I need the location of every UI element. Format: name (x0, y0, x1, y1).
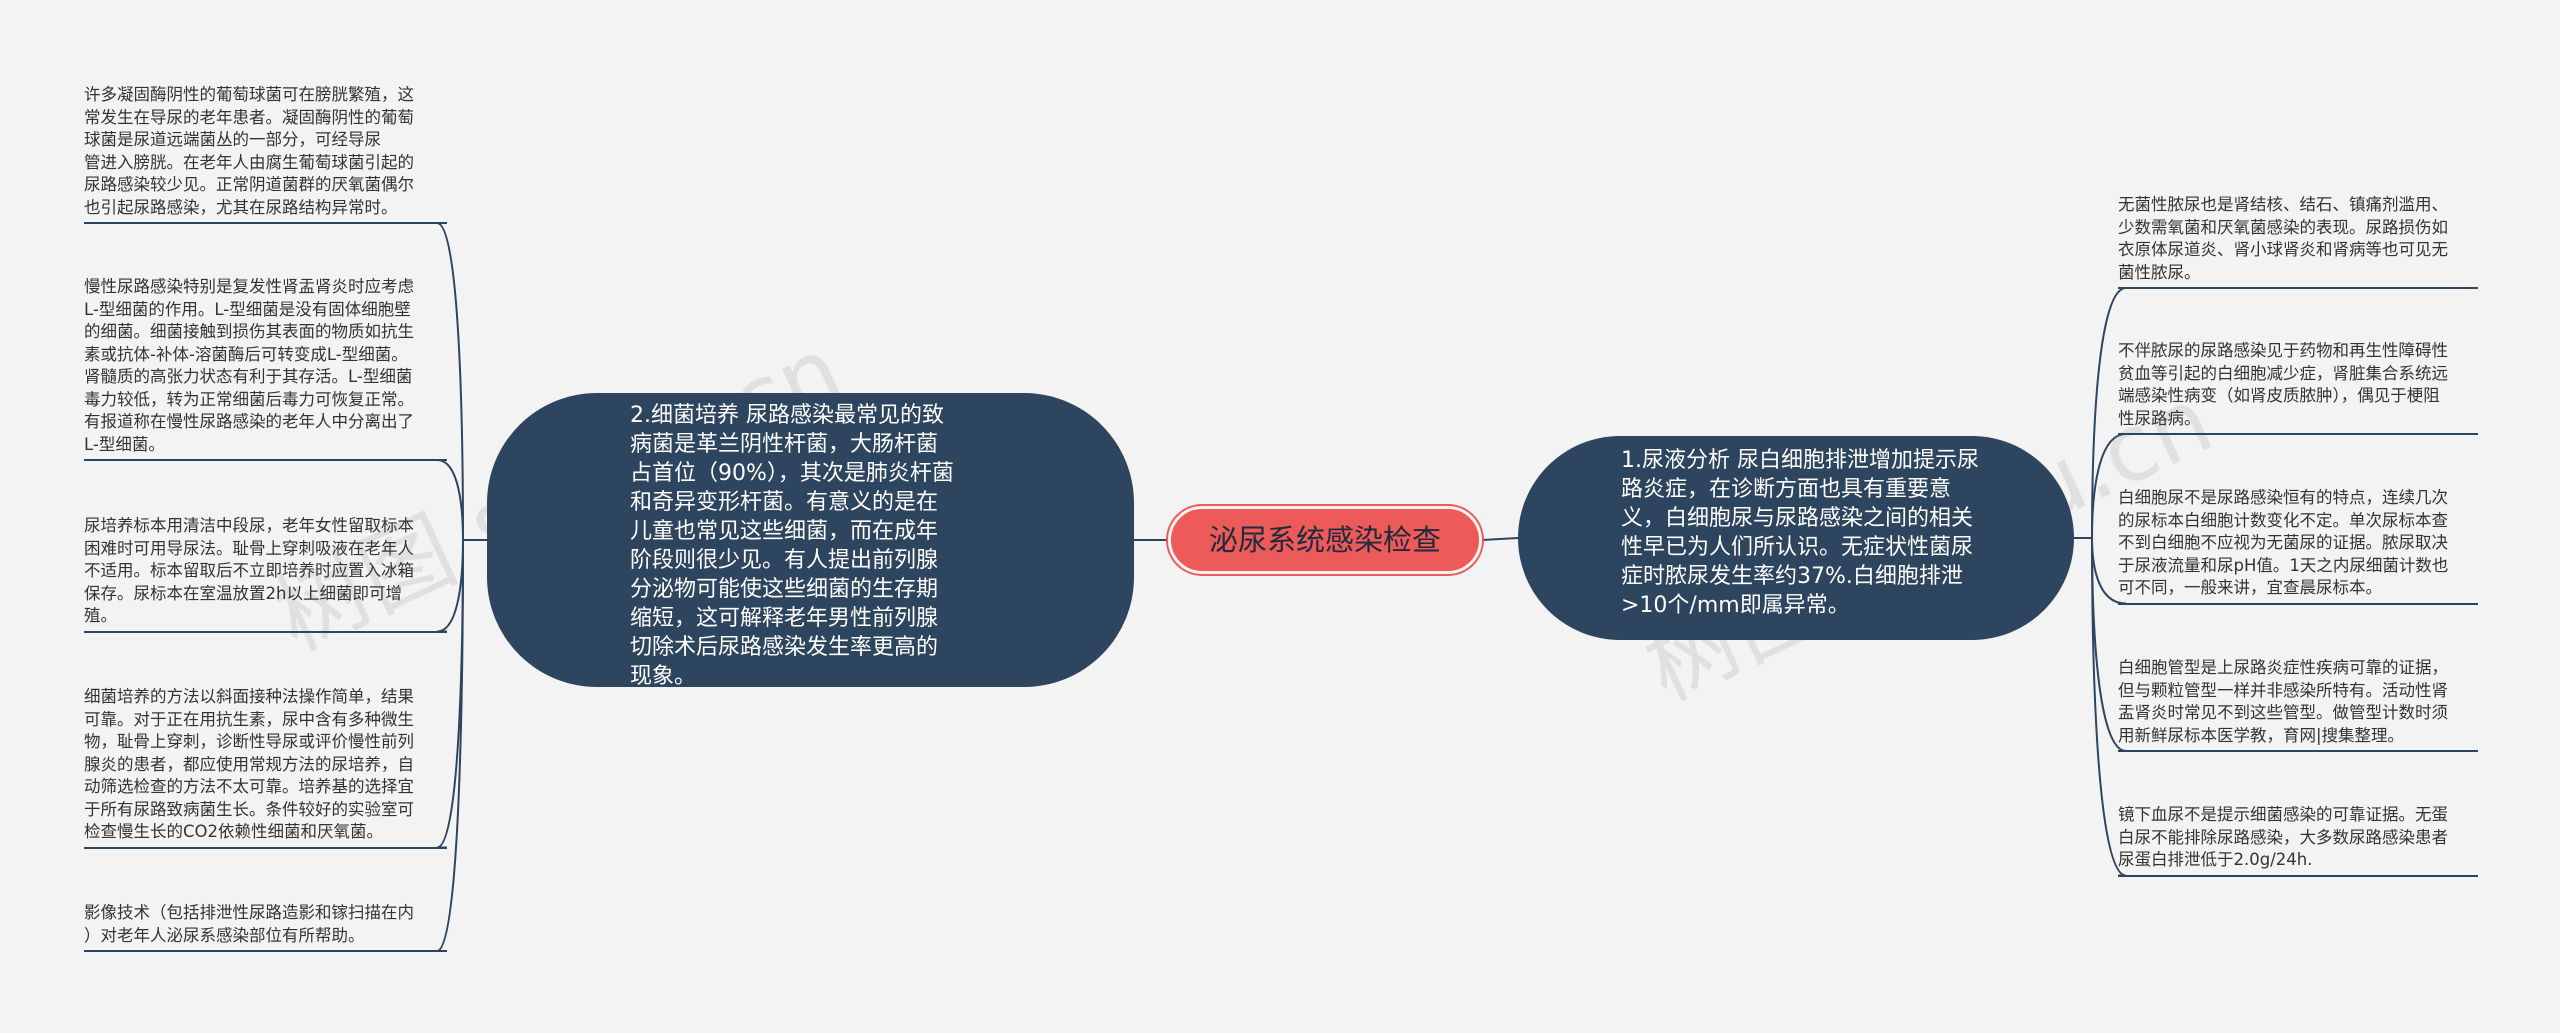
link-left-leaf-4 (436, 539, 464, 952)
left-leaf-culture-method[interactable]: 细菌培养的方法以斜面接种法操作简单，结果 可靠。对于正在用抗生素，尿中含有多种微… (84, 686, 447, 849)
right-leaf-hematuria[interactable]: 镜下血尿不是提示细菌感染的可靠证据。无蛋 白尿不能排除尿路感染，大多数尿路感染患… (2118, 804, 2478, 877)
branch-bacterial-culture[interactable]: 2.细菌培养 尿路感染最常见的致病菌是革兰阴性杆菌，大肠杆菌占首位（90%），其… (487, 393, 1134, 689)
left-leaf-specimen-collection[interactable]: 尿培养标本用清洁中段尿，老年女性留取标本 困难时可用导尿法。耻骨上穿刺吸液在老年… (84, 515, 447, 633)
branch-urinalysis[interactable]: 1.尿液分析 尿白细胞排泄增加提示尿路炎症，在诊断方面也具有重要意义，白细胞尿与… (1518, 436, 2074, 640)
root-topic[interactable]: 泌尿系统感染检查 (1168, 506, 1482, 574)
right-leaf-leukocyturia[interactable]: 白细胞尿不是尿路感染恒有的特点，连续几次 的尿标本白细胞计数变化不定。单次尿标本… (2118, 487, 2478, 605)
right-leaf-sterile-pyuria[interactable]: 无菌性脓尿也是肾结核、结石、镇痛剂滥用、 少数需氧菌和厌氧菌感染的表现。尿路损伤… (2118, 194, 2478, 289)
left-leaf-staphylococcus[interactable]: 许多凝固酶阴性的葡萄球菌可在膀胱繁殖，这 常发生在导尿的老年患者。凝固酶阴性的葡… (84, 84, 447, 224)
right-leaf-leukocyte-casts[interactable]: 白细胞管型是上尿路炎症性疾病可靠的证据， 但与颗粒管型一样并非感染所特有。活动性… (2118, 657, 2478, 752)
left-leaf-l-form-bacteria[interactable]: 慢性尿路感染特别是复发性肾盂肾炎时应考虑 L-型细菌的作用。L-型细菌是没有固体… (84, 276, 447, 461)
link-root-right (1481, 537, 1519, 541)
right-leaf-no-pyuria[interactable]: 不伴脓尿的尿路感染见于药物和再生性障碍性 贫血等引起的白细胞减少症，肾脏集合系统… (2118, 340, 2478, 435)
link-left-leaf-0 (436, 222, 464, 541)
left-leaf-imaging[interactable]: 影像技术（包括排泄性尿路造影和镓扫描在内 ）对老年人泌尿系感染部位有所帮助。 (84, 902, 447, 952)
link-right-leaf-4 (2091, 537, 2127, 877)
